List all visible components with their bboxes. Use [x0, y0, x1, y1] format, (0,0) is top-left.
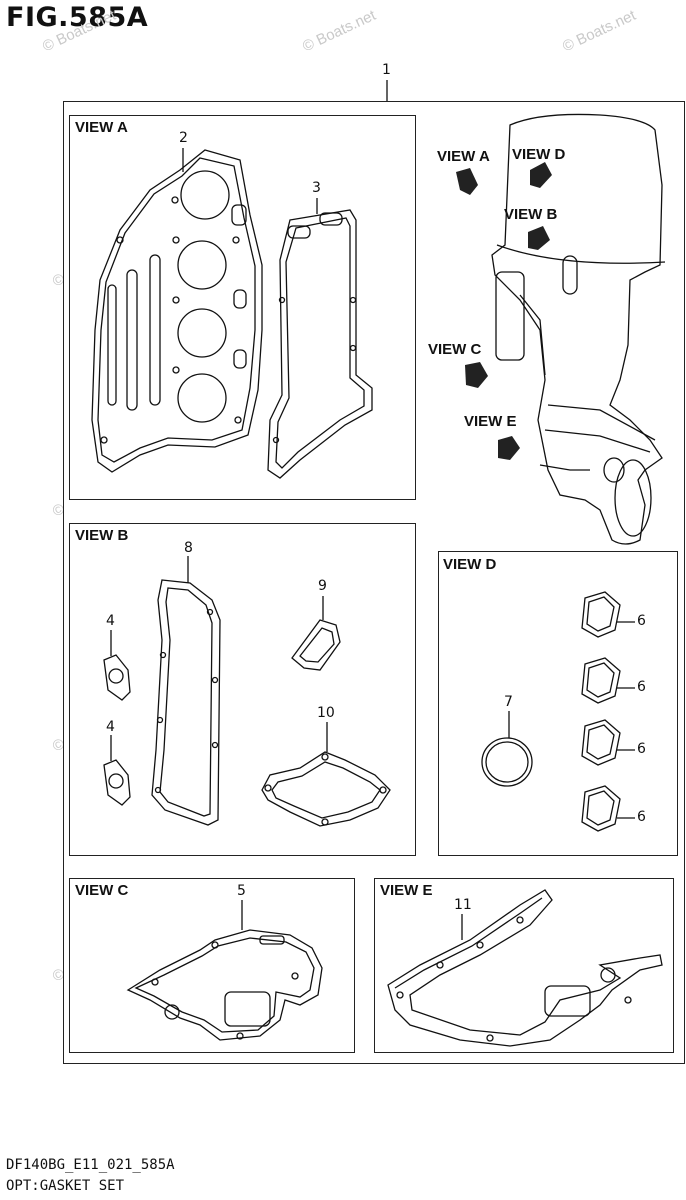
gasket-4-lower-drawing	[103, 759, 131, 806]
view-c-label: VIEW C	[75, 882, 129, 899]
outboard-engine-drawing	[491, 113, 666, 545]
callout-4-upper: 4	[106, 613, 115, 629]
figure-title: FIG.585A	[6, 2, 149, 33]
view-e-label: VIEW E	[380, 882, 433, 899]
callout-7: 7	[504, 694, 513, 710]
gasket-6-drawings	[581, 591, 621, 832]
arrow-view-b	[528, 226, 550, 250]
view-d-panel	[438, 551, 678, 856]
engine-view-c-label: VIEW C	[428, 341, 482, 358]
callout-3: 3	[312, 180, 321, 196]
callout-4-lower: 4	[106, 719, 115, 735]
arrow-view-a	[456, 168, 478, 195]
gasket-11-drawing	[387, 889, 663, 1047]
callout-2: 2	[179, 130, 188, 146]
gasket-10-drawing	[261, 751, 391, 827]
callout-6-3: 6	[637, 741, 646, 757]
callout-1: 1	[382, 62, 391, 78]
engine-view-e-label: VIEW E	[464, 413, 517, 430]
view-a-label: VIEW A	[75, 119, 128, 136]
gasket-9-drawing	[291, 619, 341, 671]
callout-11: 11	[454, 897, 472, 913]
view-e-panel	[374, 878, 674, 1053]
view-c-panel	[69, 878, 355, 1053]
part-caption: OPT:GASKET SET	[6, 1178, 125, 1194]
engine-view-b-label: VIEW B	[504, 206, 558, 223]
callout-8: 8	[184, 540, 193, 556]
cylinder-head-gasket-drawing	[91, 149, 263, 473]
gasket-4-upper-drawing	[103, 654, 131, 701]
arrow-view-c	[465, 362, 488, 388]
arrow-view-e	[498, 436, 520, 460]
gasket-8-drawing	[151, 579, 221, 826]
view-d-label: VIEW D	[443, 556, 497, 573]
view-b-label: VIEW B	[75, 527, 129, 544]
gasket-5-drawing	[126, 929, 323, 1041]
callout-5: 5	[237, 883, 246, 899]
exhaust-cover-gasket-drawing	[267, 209, 373, 479]
engine-view-a-label: VIEW A	[437, 148, 490, 165]
callout-6-4: 6	[637, 809, 646, 825]
model-code: DF140BG_E11_021_585A	[6, 1157, 175, 1173]
engine-view-d-label: VIEW D	[512, 146, 566, 163]
view-arrows	[456, 162, 552, 460]
callout-9: 9	[318, 578, 327, 594]
callout-6-1: 6	[637, 613, 646, 629]
callout-10: 10	[317, 705, 335, 721]
arrow-view-d	[530, 162, 552, 188]
callout-6-2: 6	[637, 679, 646, 695]
o-ring-7-drawing	[481, 737, 533, 787]
